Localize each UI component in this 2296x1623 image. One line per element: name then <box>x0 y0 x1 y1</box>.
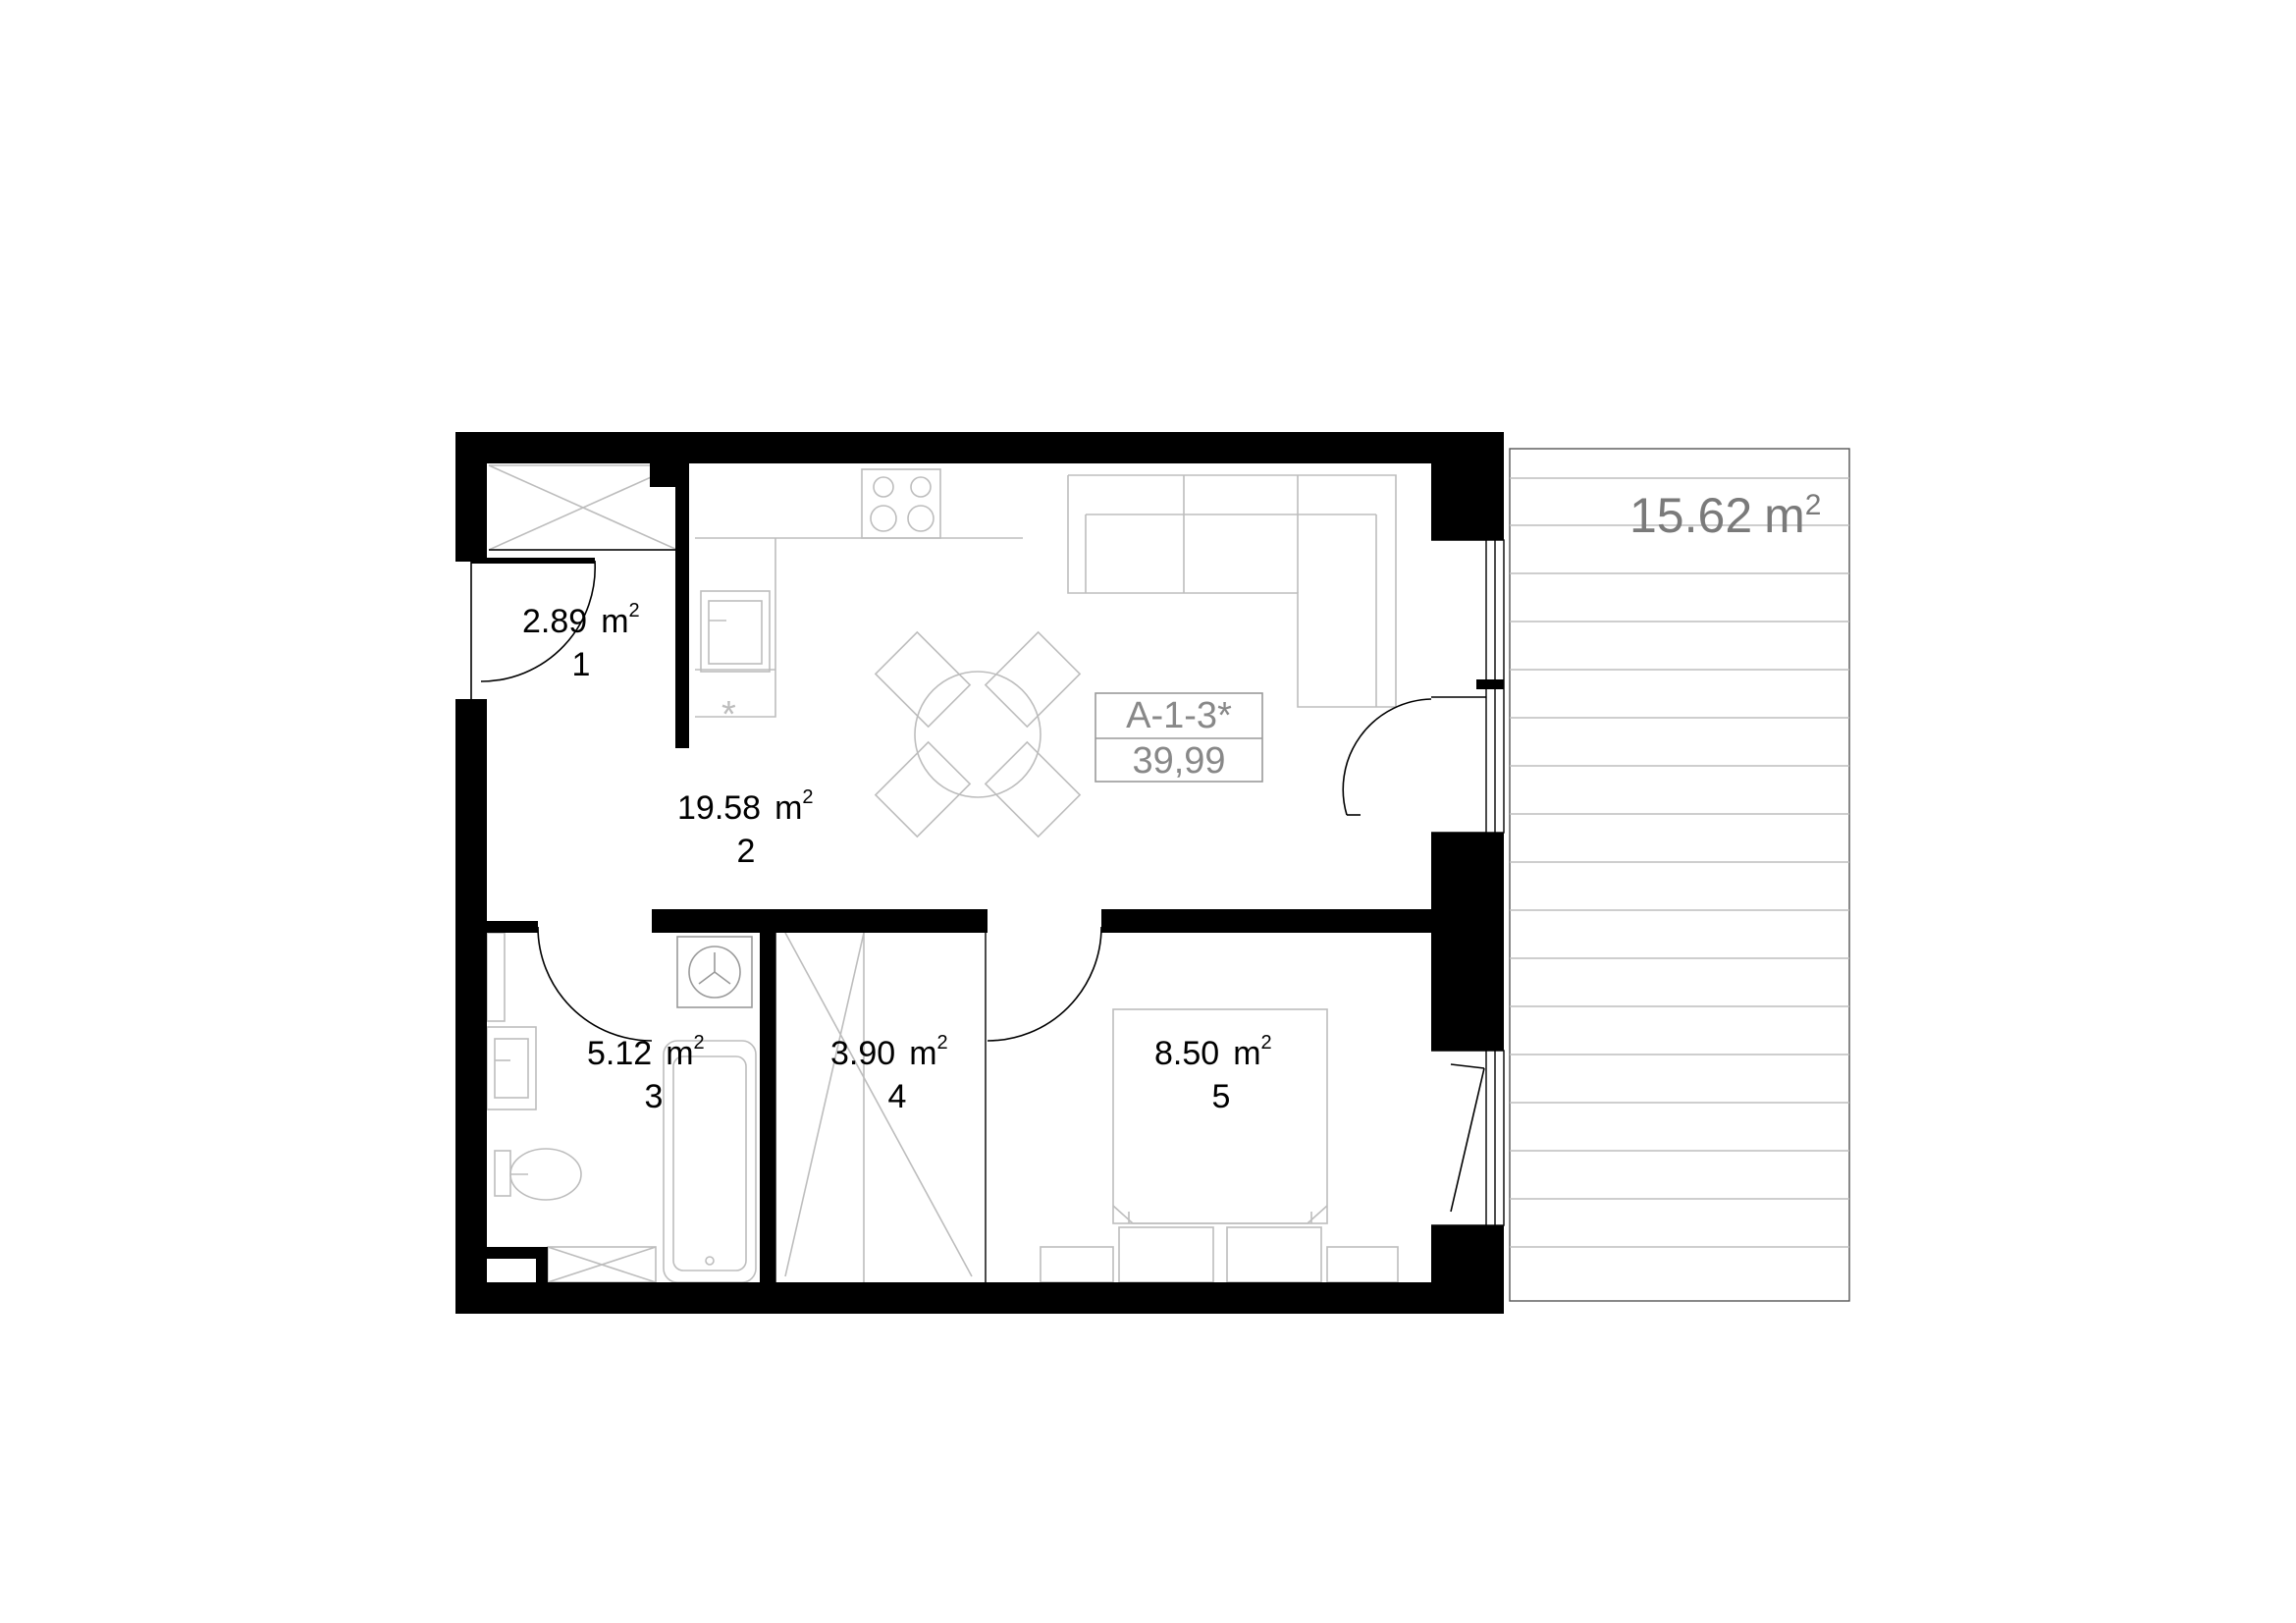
wardrobe-room-4 <box>784 932 973 1282</box>
room-number: 5 <box>1212 1078 1231 1115</box>
wall-right-2 <box>1431 833 1504 1051</box>
bedroom-door[interactable] <box>987 926 1102 1042</box>
wall-right-1 <box>1431 432 1504 540</box>
corner-sofa <box>1067 474 1397 708</box>
windows <box>1431 539 1505 1226</box>
entrance-door[interactable] <box>470 558 597 699</box>
walls <box>455 432 1504 1314</box>
wall-bath-top-left <box>487 921 538 933</box>
room-number: 4 <box>888 1078 907 1115</box>
room-number: 1 <box>572 646 591 683</box>
bathtub-icon <box>663 1040 757 1283</box>
bathroom-door[interactable] <box>537 926 653 1042</box>
bathroom-fixtures <box>486 932 757 1283</box>
wall-bath-wardrobe <box>760 933 775 1282</box>
unit-total-area: 39,99 <box>1132 740 1225 782</box>
wall-left-lower <box>455 699 487 1314</box>
toilet-icon <box>494 1148 582 1201</box>
wall-bedroom-top <box>1101 909 1431 933</box>
unit-tag: A-1-3* 39,99 <box>1095 692 1263 783</box>
washing-machine-icon <box>676 936 753 1008</box>
bedroom-window-door[interactable] <box>1450 1063 1485 1213</box>
terrace-outline <box>1509 448 1850 1302</box>
wall-right-3 <box>1431 1225 1504 1314</box>
doors <box>470 558 1486 1213</box>
wall-closet-right <box>675 463 689 748</box>
wall-top <box>455 432 1504 463</box>
wardrobe-room-1 <box>488 464 678 551</box>
fridge-icon: * <box>721 694 736 735</box>
room-number: 3 <box>645 1078 664 1115</box>
wall-bath-stub-post <box>536 1247 548 1282</box>
wall-bottom <box>455 1282 1504 1314</box>
room-number: 2 <box>737 833 756 870</box>
furniture: * <box>486 464 1399 1283</box>
wall-closet-post <box>650 463 689 487</box>
wall-left-upper <box>455 432 487 562</box>
dining-table <box>874 630 1082 839</box>
terrace-door[interactable] <box>1342 696 1486 816</box>
wall-bath-top-right <box>652 909 988 933</box>
kitchen-counter <box>695 468 1023 718</box>
wall-bath-bottom-stub <box>487 1247 548 1259</box>
shower-tray <box>547 1246 657 1283</box>
terrace-decking <box>1510 477 1849 1248</box>
unit-code: A-1-3* <box>1126 695 1232 736</box>
svg-text:*: * <box>721 694 736 735</box>
